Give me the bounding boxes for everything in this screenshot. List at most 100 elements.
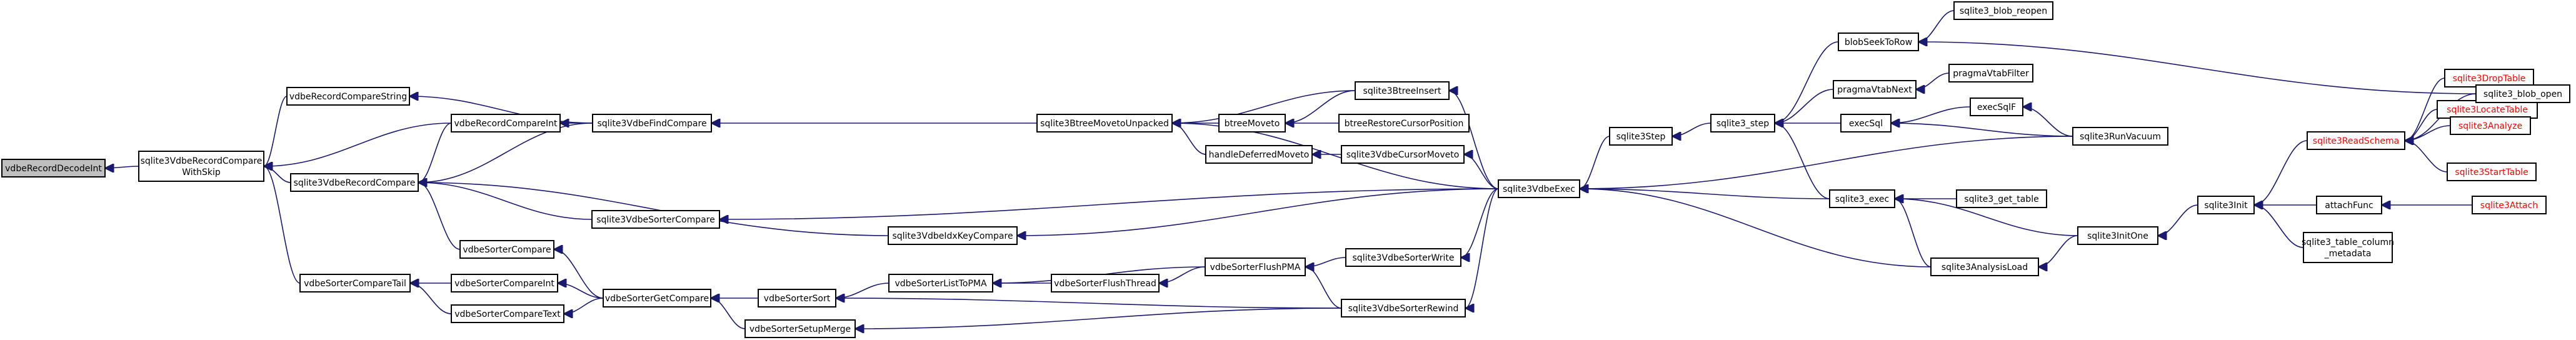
node-sqlite3_table_column_metadata[interactable]: sqlite3_table_column_metadata bbox=[2302, 232, 2394, 263]
node-sqlite3InitOne[interactable]: sqlite3InitOne bbox=[2077, 226, 2158, 245]
node-box bbox=[1838, 32, 1919, 51]
node-sqlite3Analyze[interactable]: sqlite3Analyze bbox=[2450, 116, 2531, 135]
node-sqlite3AnalysisLoad[interactable]: sqlite3AnalysisLoad bbox=[1930, 258, 2039, 276]
node-box bbox=[744, 319, 856, 338]
edge-sqlite3ReadSchema-to-sqlite3Init bbox=[2253, 140, 2308, 205]
node-vdbeSorterGetCompare[interactable]: vdbeSorterGetCompare bbox=[603, 289, 711, 308]
node-box bbox=[1, 159, 106, 178]
node-box bbox=[1953, 1, 2053, 20]
edge-sqlite3VdbeExec-to-sqlite3VdbeSorterWrite bbox=[1460, 188, 1499, 258]
node-vdbeSorterSort[interactable]: vdbeSorterSort bbox=[758, 289, 836, 308]
edge-sqlite3VdbeSorterRewind-to-vdbeSorterSetupMerge bbox=[855, 308, 1342, 329]
node-vdbeSorterCompare[interactable]: vdbeSorterCompare bbox=[459, 240, 554, 259]
edge-vdbeSorterGetCompare-to-vdbeSorterCompareText bbox=[563, 298, 604, 314]
node-pragmaVtabFilter[interactable]: pragmaVtabFilter bbox=[1948, 64, 2033, 82]
node-box bbox=[451, 114, 561, 132]
node-handleDeferredMoveto[interactable]: handleDeferredMoveto bbox=[1205, 145, 1313, 164]
node-sqlite3Init[interactable]: sqlite3Init bbox=[2197, 196, 2255, 214]
node-label: sqlite3VdbeSorterCompare bbox=[596, 215, 715, 225]
node-sqlite3VdbeSorterWrite[interactable]: sqlite3VdbeSorterWrite bbox=[1345, 248, 1461, 267]
node-execSqlF[interactable]: execSqlF bbox=[1970, 98, 2023, 116]
edge-vdbeSorterCompareText-to-vdbeSorterCompareTail bbox=[409, 283, 452, 314]
node-sqlite3Step[interactable]: sqlite3Step bbox=[1609, 127, 1673, 146]
node-attachFunc[interactable]: attachFunc bbox=[2316, 196, 2382, 214]
node-vdbeSorterListToPMA[interactable]: vdbeSorterListToPMA bbox=[888, 274, 993, 292]
node-vdbeRecordDecodeInt[interactable]: vdbeRecordDecodeInt bbox=[1, 159, 106, 178]
node-sqlite3StartTable[interactable]: sqlite3StartTable bbox=[2447, 162, 2537, 181]
node-box bbox=[2475, 84, 2570, 103]
node-box bbox=[1036, 114, 1173, 132]
node-vdbeSorterFlushThread[interactable]: vdbeSorterFlushThread bbox=[1051, 274, 1160, 292]
node-label: vdbeSorterGetCompare bbox=[605, 294, 709, 304]
node-box bbox=[592, 114, 712, 132]
node-sqlite3_exec[interactable]: sqlite3_exec bbox=[1829, 189, 1895, 208]
node-sqlite3BtreeMovetoUnpacked[interactable]: sqlite3BtreeMovetoUnpacked bbox=[1036, 114, 1173, 132]
node-sqlite3VdbeFindCompare[interactable]: sqlite3VdbeFindCompare bbox=[592, 114, 712, 132]
edge-pragmaVtabNext-to-sqlite3_step bbox=[1775, 89, 1834, 123]
node-vdbeSorterCompareInt[interactable]: vdbeSorterCompareInt bbox=[451, 274, 558, 292]
node-sqlite3VdbeRecordCompare[interactable]: sqlite3VdbeRecordCompare bbox=[290, 173, 419, 192]
node-sqlite3VdbeSorterRewind[interactable]: sqlite3VdbeSorterRewind bbox=[1341, 299, 1466, 318]
node-sqlite3RunVacuum[interactable]: sqlite3RunVacuum bbox=[2072, 127, 2168, 146]
node-sqlite3_blob_reopen[interactable]: sqlite3_blob_reopen bbox=[1953, 1, 2053, 20]
node-box bbox=[1205, 145, 1313, 164]
node-label: execSql bbox=[1849, 119, 1883, 129]
node-sqlite3_blob_open[interactable]: sqlite3_blob_open bbox=[2475, 84, 2570, 103]
node-sqlite3VdbeExec[interactable]: sqlite3VdbeExec bbox=[1498, 179, 1580, 198]
edge-vdbeSorterListToPMA-to-vdbeSorterSort bbox=[836, 282, 890, 298]
node-label: sqlite3DropTable bbox=[2453, 74, 2526, 84]
edge-sqlite3AnalysisLoad-to-sqlite3VdbeExec bbox=[1580, 189, 1932, 268]
edge-sqlite3InitOne-to-sqlite3AnalysisLoad bbox=[2038, 235, 2078, 267]
edge-vdbeSorterFlushPMA-to-vdbeSorterFlushThread bbox=[1159, 266, 1206, 283]
node-sqlite3Attach[interactable]: sqlite3Attach bbox=[2472, 196, 2547, 214]
node-sqlite3_step[interactable]: sqlite3_step bbox=[1710, 114, 1775, 132]
edge-sqlite3Init-to-sqlite3InitOne bbox=[2157, 204, 2198, 236]
node-label: vdbeSorterCompare bbox=[463, 245, 551, 255]
node-box bbox=[1970, 98, 2023, 116]
edge-sqlite3VdbeSorterRewind-to-vdbeSorterFlushPMA bbox=[1305, 267, 1342, 309]
node-label: btreeMoveto bbox=[1225, 119, 1280, 129]
node-label: sqlite3ReadSchema bbox=[2313, 136, 2399, 146]
node-blobSeekToRow[interactable]: blobSeekToRow bbox=[1838, 32, 1919, 51]
edge-sqlite3_exec-to-sqlite3_step bbox=[1774, 123, 1830, 199]
node-vdbeSorterCompareTail[interactable]: vdbeSorterCompareTail bbox=[299, 274, 411, 292]
node-sqlite3VdbeCursorMoveto[interactable]: sqlite3VdbeCursorMoveto bbox=[1341, 145, 1465, 164]
edge-sqlite3InitOne-to-sqlite3_exec bbox=[1895, 199, 2078, 236]
node-btreeRestoreCursorPosition[interactable]: btreeRestoreCursorPosition bbox=[1338, 114, 1470, 132]
node-sqlite3VdbeIdxKeyCompare[interactable]: sqlite3VdbeIdxKeyCompare bbox=[888, 226, 1018, 245]
node-pragmaVtabNext[interactable]: pragmaVtabNext bbox=[1833, 80, 1917, 99]
node-label: sqlite3_blob_open bbox=[2483, 89, 2562, 99]
node-label: btreeRestoreCursorPosition bbox=[1345, 119, 1464, 129]
node-label: pragmaVtabFilter bbox=[1953, 69, 2029, 79]
edge-sqlite3VdbeExec-to-sqlite3VdbeSorterRewind bbox=[1465, 188, 1499, 308]
edge-sqlite3VdbeSorterRewind-to-vdbeSorterSort bbox=[836, 298, 1342, 309]
node-box bbox=[2316, 196, 2382, 214]
node-box bbox=[1930, 258, 2039, 276]
node-vdbeRecordCompareString[interactable]: vdbeRecordCompareString bbox=[286, 87, 410, 106]
node-execSql[interactable]: execSql bbox=[1840, 114, 1892, 132]
node-sqlite3VdbeSorterCompare[interactable]: sqlite3VdbeSorterCompare bbox=[591, 210, 720, 229]
node-sqlite3DropTable[interactable]: sqlite3DropTable bbox=[2444, 69, 2534, 88]
node-label: sqlite3VdbeSorterWrite bbox=[1353, 253, 1455, 263]
node-label: vdbeSorterCompareTail bbox=[304, 279, 406, 289]
node-vdbeSorterFlushPMA[interactable]: vdbeSorterFlushPMA bbox=[1205, 258, 1306, 276]
node-vdbeSorterSetupMerge[interactable]: vdbeSorterSetupMerge bbox=[744, 319, 856, 338]
edge-sqlite3VdbeExec-to-sqlite3VdbeSorterCompare bbox=[719, 188, 1499, 219]
edge-vdbeSorterSetupMerge-to-vdbeSorterGetCompare bbox=[710, 298, 746, 329]
node-label: sqlite3Attach bbox=[2480, 201, 2538, 211]
node-btreeMoveto[interactable]: btreeMoveto bbox=[1218, 114, 1286, 132]
node-vdbeRecordCompareInt[interactable]: vdbeRecordCompareInt bbox=[451, 114, 561, 132]
node-sqlite3_get_table[interactable]: sqlite3_get_table bbox=[1956, 189, 2047, 208]
node-sqlite3ReadSchema[interactable]: sqlite3ReadSchema bbox=[2307, 131, 2405, 150]
node-box bbox=[1840, 114, 1892, 132]
node-sqlite3BtreeInsert[interactable]: sqlite3BtreeInsert bbox=[1355, 81, 1450, 100]
node-sqlite3LocateTable[interactable]: sqlite3LocateTable bbox=[2437, 100, 2538, 119]
node-box bbox=[1051, 274, 1160, 292]
node-label: vdbeSorterSetupMerge bbox=[749, 324, 851, 334]
node-vdbeSorterCompareText[interactable]: vdbeSorterCompareText bbox=[451, 304, 564, 323]
node-box bbox=[2077, 226, 2158, 245]
node-label: vdbeSorterFlushPMA bbox=[1210, 262, 1301, 272]
edge-sqlite3_exec-to-sqlite3VdbeExec bbox=[1580, 189, 1830, 199]
